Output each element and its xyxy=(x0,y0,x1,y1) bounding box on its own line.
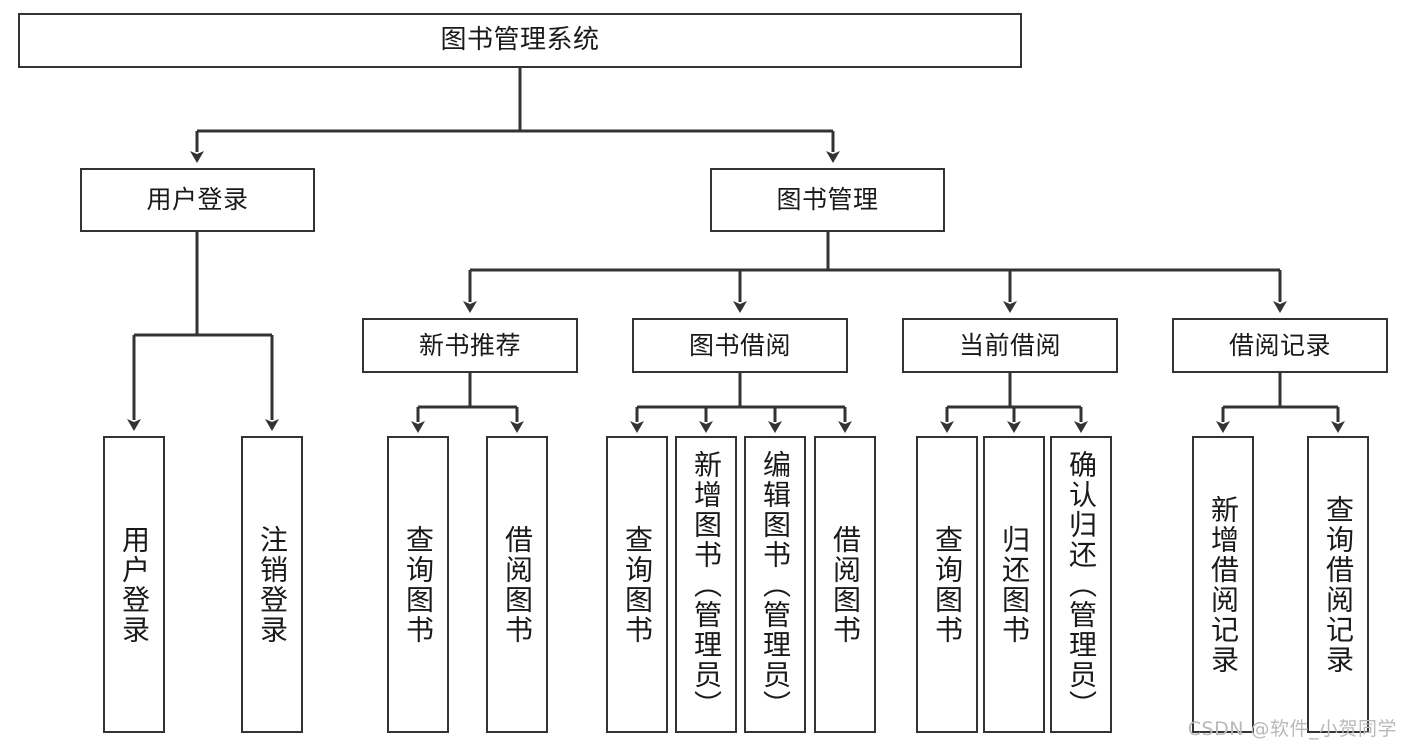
leaf-confirm-return-admin[interactable]: 确认归还（管理员） xyxy=(1050,436,1112,733)
leaf-add-book-admin[interactable]: 新增图书（管理员） xyxy=(675,436,737,733)
node-label: 当前借阅 xyxy=(958,330,1061,360)
leaf-borrow-book[interactable]: 借阅图书 xyxy=(814,436,876,733)
leaf-add-borrow-record[interactable]: 新增借阅记录 xyxy=(1192,436,1254,733)
node-borrow-record[interactable]: 借阅记录 xyxy=(1172,318,1388,373)
node-current-borrow[interactable]: 当前借阅 xyxy=(902,318,1118,373)
node-book-management[interactable]: 图书管理 xyxy=(710,168,945,232)
node-label: 图书管理 xyxy=(776,185,879,215)
leaf-query-borrow-record[interactable]: 查询借阅记录 xyxy=(1307,436,1369,733)
leaf-edit-book-admin[interactable]: 编辑图书（管理员） xyxy=(744,436,806,733)
node-label: 借阅记录 xyxy=(1228,330,1331,360)
leaf-query-book-rec[interactable]: 查询图书 xyxy=(387,436,449,733)
node-label: 新增借阅记录 xyxy=(1207,494,1240,675)
node-label: 查询图书 xyxy=(621,524,654,645)
node-label: 新增图书（管理员） xyxy=(690,449,723,720)
node-label: 借阅图书 xyxy=(501,524,534,645)
node-label: 用户登录 xyxy=(146,185,249,215)
leaf-borrow-book-rec[interactable]: 借阅图书 xyxy=(486,436,548,733)
node-book-borrow[interactable]: 图书借阅 xyxy=(632,318,848,373)
node-label: 查询图书 xyxy=(402,524,435,645)
leaf-logout[interactable]: 注销登录 xyxy=(241,436,303,733)
node-user-login[interactable]: 用户登录 xyxy=(80,168,315,232)
node-label: 图书管理系统 xyxy=(440,25,600,56)
node-label: 确认归还（管理员） xyxy=(1065,449,1098,720)
node-label: 新书推荐 xyxy=(418,330,521,360)
node-new-book-recommend[interactable]: 新书推荐 xyxy=(362,318,578,373)
node-label: 查询借阅记录 xyxy=(1322,494,1355,675)
node-label: 归还图书 xyxy=(998,524,1031,645)
node-label: 查询图书 xyxy=(931,524,964,645)
leaf-query-book-current[interactable]: 查询图书 xyxy=(916,436,978,733)
leaf-return-book[interactable]: 归还图书 xyxy=(983,436,1045,733)
node-root-system[interactable]: 图书管理系统 xyxy=(18,13,1022,68)
leaf-user-login[interactable]: 用户登录 xyxy=(103,436,165,733)
node-label: 编辑图书（管理员） xyxy=(759,449,792,720)
node-label: 图书借阅 xyxy=(688,330,791,360)
leaf-query-book-borrow[interactable]: 查询图书 xyxy=(606,436,668,733)
csdn-watermark: CSDN @软件_小贺同学 xyxy=(1187,718,1397,740)
node-label: 借阅图书 xyxy=(829,524,862,645)
node-label: 注销登录 xyxy=(256,524,289,645)
node-label: 用户登录 xyxy=(118,524,151,645)
